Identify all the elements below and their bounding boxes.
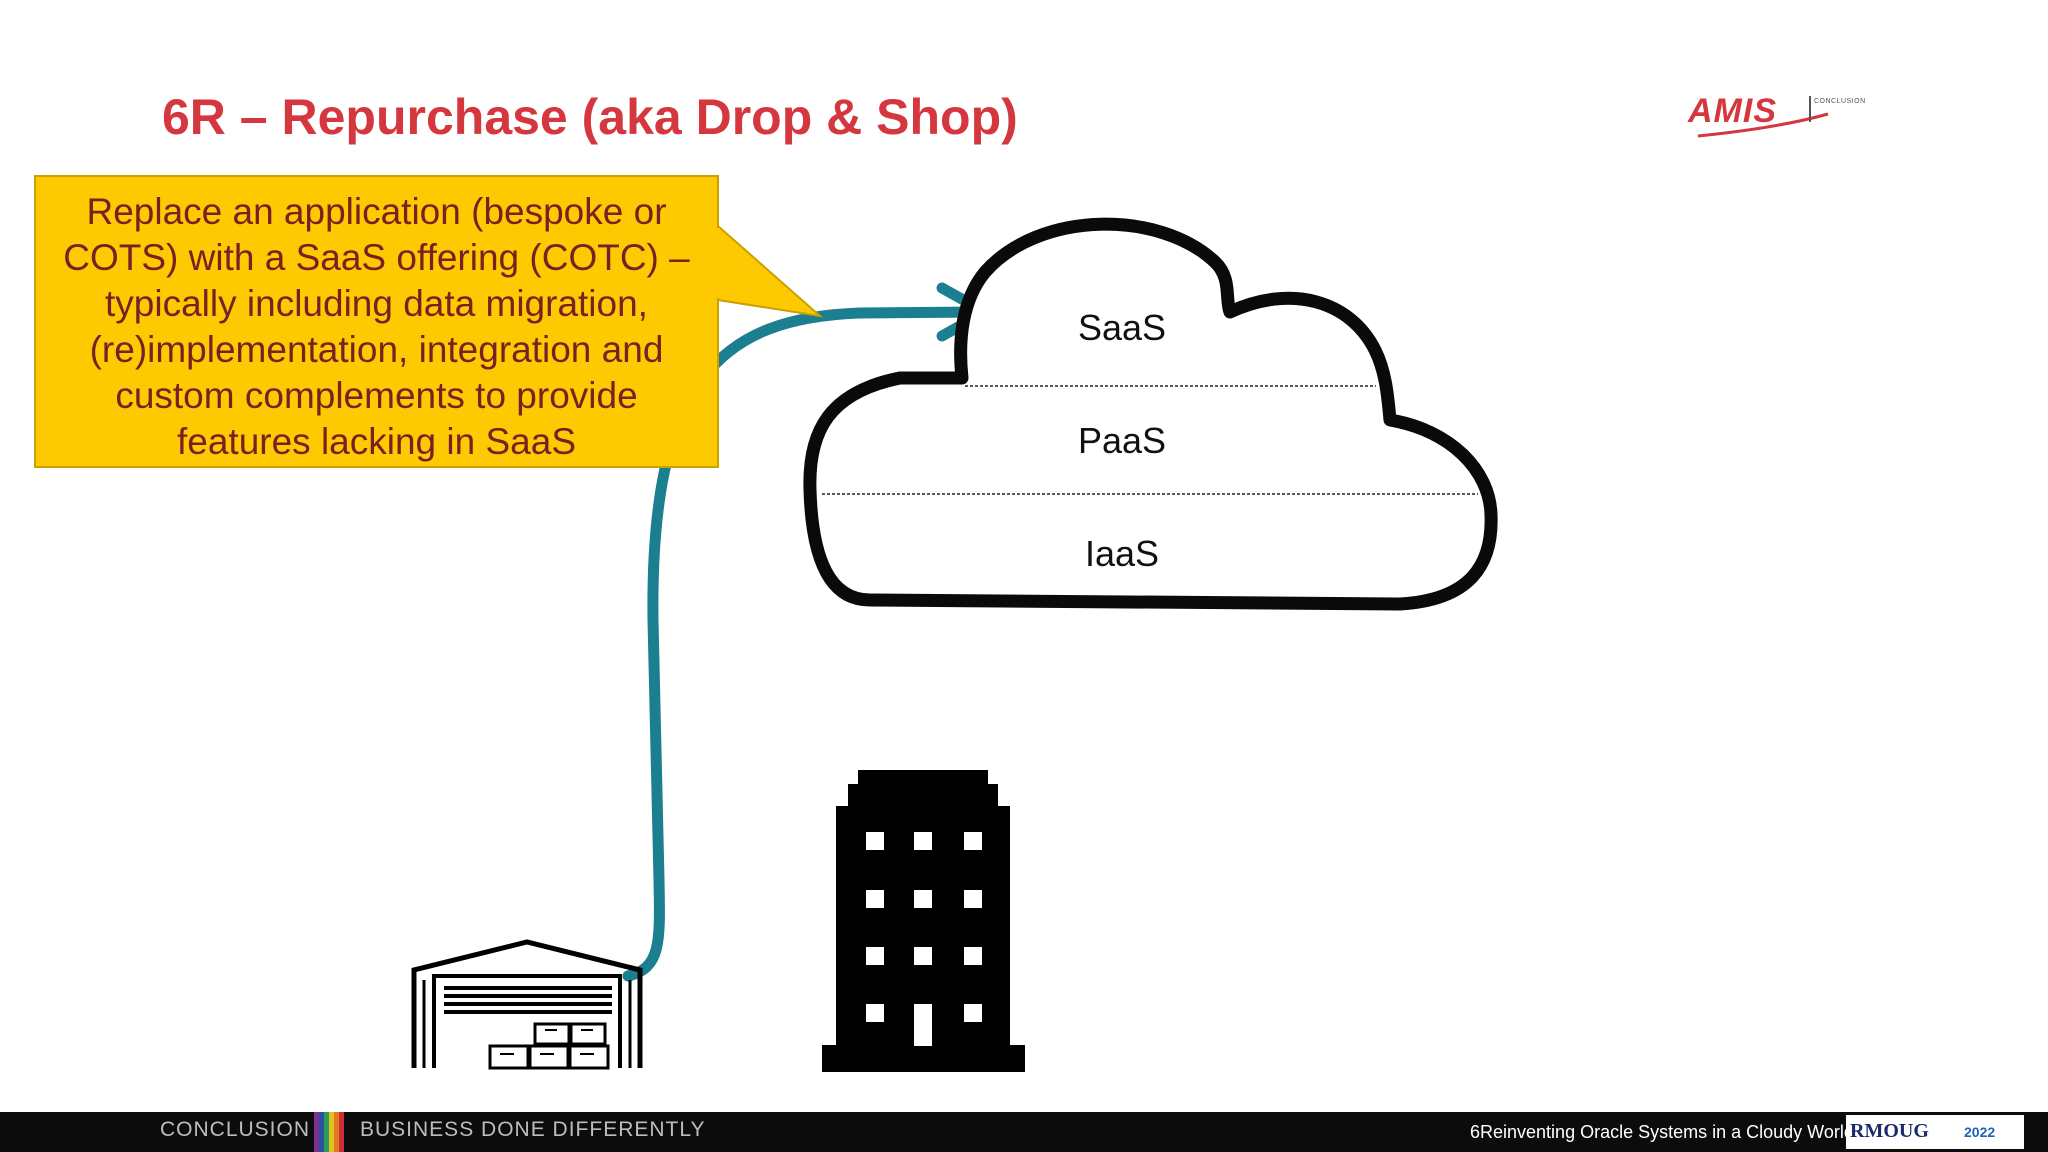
cloud-icon (803, 217, 1498, 611)
office-building-icon (822, 770, 1025, 1072)
rmoug-logo-text: RMOUG (1850, 1120, 1929, 1142)
slide-title: 6R – Repurchase (aka Drop & Shop) (162, 89, 1018, 145)
amis-logo: AMIS CONCLUSION (1688, 88, 1893, 146)
connector-line (622, 306, 986, 982)
footer-presentation-title: 6Reinventing Oracle Systems in a Cloudy … (1470, 1122, 1854, 1142)
rmoug-logo-year: 2022 (1964, 1124, 1996, 1140)
callout-pointer-join (716, 228, 720, 298)
rmoug-logo: RMOUG 2022 (1846, 1115, 2024, 1149)
callout-pointer (717, 223, 824, 318)
diagram-canvas (411, 217, 1498, 1072)
cloud-label-paas: PaaS (1077, 420, 1167, 461)
callout-text: Replace an application (bespoke or COTS)… (63, 191, 690, 462)
amis-logo-subtext: CONCLUSION (1814, 98, 1866, 105)
cloud-label-iaas: IaaS (1084, 533, 1160, 574)
footer-color-stripes (314, 1112, 344, 1152)
footer-bar: CONCLUSION BUSINESS DONE DIFFERENTLY 6Re… (0, 1112, 2048, 1152)
amis-logo-wordmark: AMIS (1688, 92, 1777, 130)
callout-box: Replace an application (bespoke or COTS)… (34, 175, 719, 468)
footer-conclusion-label: CONCLUSION (160, 1118, 311, 1141)
footer-tagline: BUSINESS DONE DIFFERENTLY (360, 1118, 706, 1141)
amis-logo-swoosh (1697, 96, 1829, 138)
warehouse-icon (411, 939, 643, 1070)
cloud-label-saas: SaaS (1077, 307, 1167, 348)
